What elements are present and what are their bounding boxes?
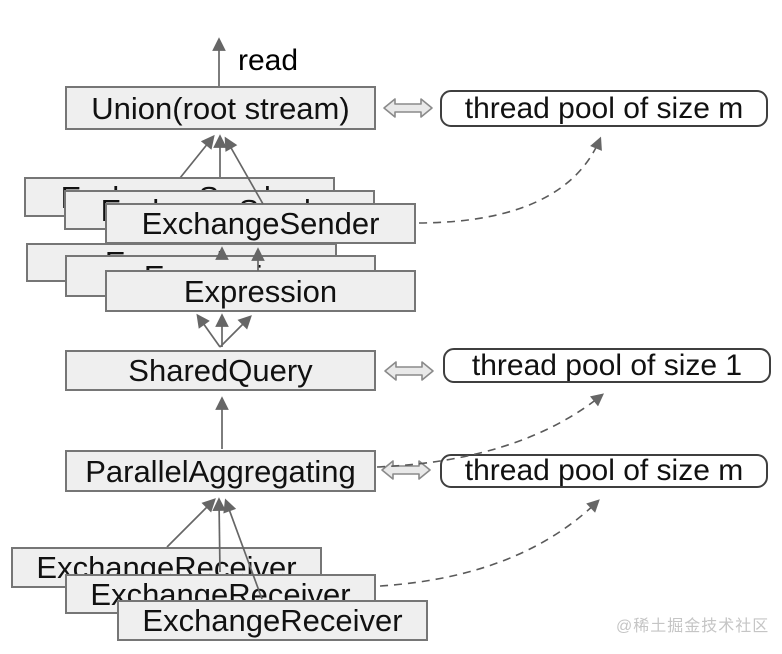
node-parallel-aggregating: ParallelAggregating [65,450,376,492]
dashed-receiver-to-pool [379,499,600,587]
dashed-sender-to-pool [418,136,602,224]
node-union: Union(root stream) [65,86,376,130]
double-arrow-parallel-icon [381,460,431,480]
arrow-receiver-to-parallel-left [166,498,216,548]
node-exchange-receiver-front: ExchangeReceiver [117,600,428,641]
pool-parallel-aggregating: thread pool of size m [440,454,768,488]
read-label: read [238,44,299,77]
double-arrow-shared-icon [384,361,434,381]
pool-union: thread pool of size m [440,90,768,127]
node-expression-front: Expression [105,270,416,312]
arrow-shared-to-expression-left [196,313,221,348]
node-shared-query: SharedQuery [65,350,376,391]
watermark: @稀土掘金技术社区 [616,618,770,635]
arrow-sender-to-union-left [179,134,215,179]
arrow-shared-to-expression-right [219,315,252,348]
double-arrow-union-icon [383,98,433,118]
node-exchange-sender-front: ExchangeSender [105,203,416,244]
pool-shared-query: thread pool of size 1 [443,348,771,383]
